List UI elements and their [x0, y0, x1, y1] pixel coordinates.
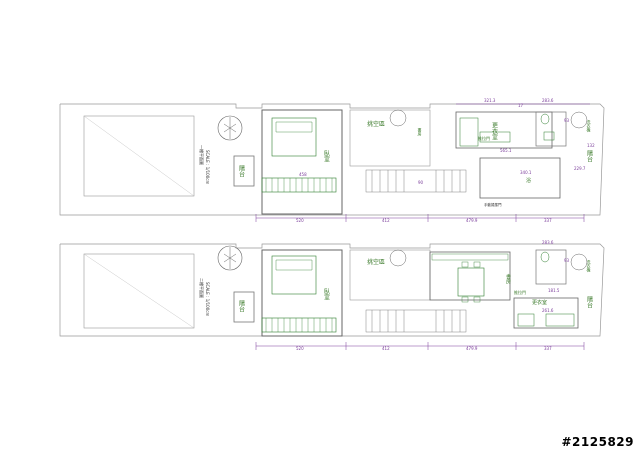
plan-1-door-sliding: 推拉門 [478, 135, 490, 141]
plan-2-dim-283: 283.6 [542, 240, 554, 245]
plan-2-dim-412: 412 [382, 346, 390, 351]
plan-1-door-roll: 手動捲簾門 [484, 202, 502, 207]
plan-2-dim-479: 479.9 [466, 346, 478, 351]
plan-1-dim-283: 283.6 [542, 98, 554, 103]
plan-2-scale-label: SCALE : 1/100cm [205, 282, 210, 316]
plan-2-door-sliding: 推拉門 [514, 289, 526, 295]
plan-1-dim-520: 520 [296, 218, 304, 223]
plan-2-dim-337: 337 [544, 346, 552, 351]
plan-1-dim-229: 229.7 [574, 166, 586, 171]
plan-1-tree [217, 115, 243, 141]
plan-1-dim-321: 321.3 [484, 98, 496, 103]
plan-1-outline [59, 103, 605, 216]
floor-plan-2: 二樓平面圖 SCALE : 1/100cm 陽台 臥室 挑空區 [59, 240, 605, 351]
plan-1-balcony-left: 陽台 [238, 164, 245, 178]
plan-1-scale-label: SCALE : 1/100cm [205, 150, 210, 184]
plan-1-dim-340: 340.1 [520, 170, 532, 175]
plan-1-bottom-dims [255, 214, 585, 222]
plan-1-dim-132: 132 [587, 143, 595, 148]
plan-2-dim-93: 93 [564, 258, 570, 263]
plan-1-balcony-right: 陽台 [586, 149, 593, 163]
plan-1-dim-90: 90 [418, 180, 424, 185]
plan-2-balcony-left: 陽台 [238, 299, 245, 313]
plan-2-study: 書房 [505, 273, 511, 285]
plan-2-bottom-dims [255, 342, 585, 350]
plan-1-storage: 書房 [418, 127, 423, 137]
plan-1-dim-412: 412 [382, 218, 390, 223]
plan-1-dim-479: 479.9 [466, 218, 478, 223]
plan-1-dim-458: 458 [299, 172, 307, 177]
plan-1-parking [83, 115, 195, 197]
plan-1-dim-565: 565.1 [500, 148, 512, 153]
plan-2-parking [83, 253, 195, 329]
watermark-id: #2125829 [561, 435, 634, 449]
plan-1-stairs [365, 169, 467, 193]
plan-1-closet: 更衣室 [491, 122, 498, 140]
plan-1-dim-17: 17 [518, 103, 524, 108]
plan-1-bedroom: 臥室 [323, 149, 330, 162]
plan-2-dim-520: 520 [296, 346, 304, 351]
plan-2-closet: 更衣室 [532, 299, 547, 306]
plan-2-outline [59, 243, 605, 337]
plan-2-table [457, 267, 485, 297]
plan-2-gap-room: 挑空區 [367, 258, 385, 266]
plan-2-bedroom: 臥室 [323, 287, 330, 300]
plan-1-gap-room: 挑空區 [367, 120, 385, 128]
plan-2-dim-261: 261.6 [542, 308, 554, 313]
plan-2-laundry: 洗衣機 [587, 259, 592, 273]
plan-1-dim-93: 93 [564, 118, 570, 123]
plan-2-stairs [365, 309, 467, 333]
plan-2-title-label: 二樓平面圖 [199, 278, 205, 298]
plan-2-tree [217, 245, 243, 271]
plan-1-laundry: 洗衣機 [587, 119, 592, 133]
floor-plan-1: 一樓平面圖 SCALE : 1/100cm 陽台 臥室 458 挑空區 [59, 98, 605, 223]
plan-1-title-label: 一樓平面圖 [199, 145, 205, 165]
plan-2-balcony-right: 陽台 [586, 295, 593, 309]
plan-2-dim-181: 181.5 [548, 288, 560, 293]
plan-1-bath: 浴 [526, 177, 531, 184]
plan-1-dim-337: 337 [544, 218, 552, 223]
